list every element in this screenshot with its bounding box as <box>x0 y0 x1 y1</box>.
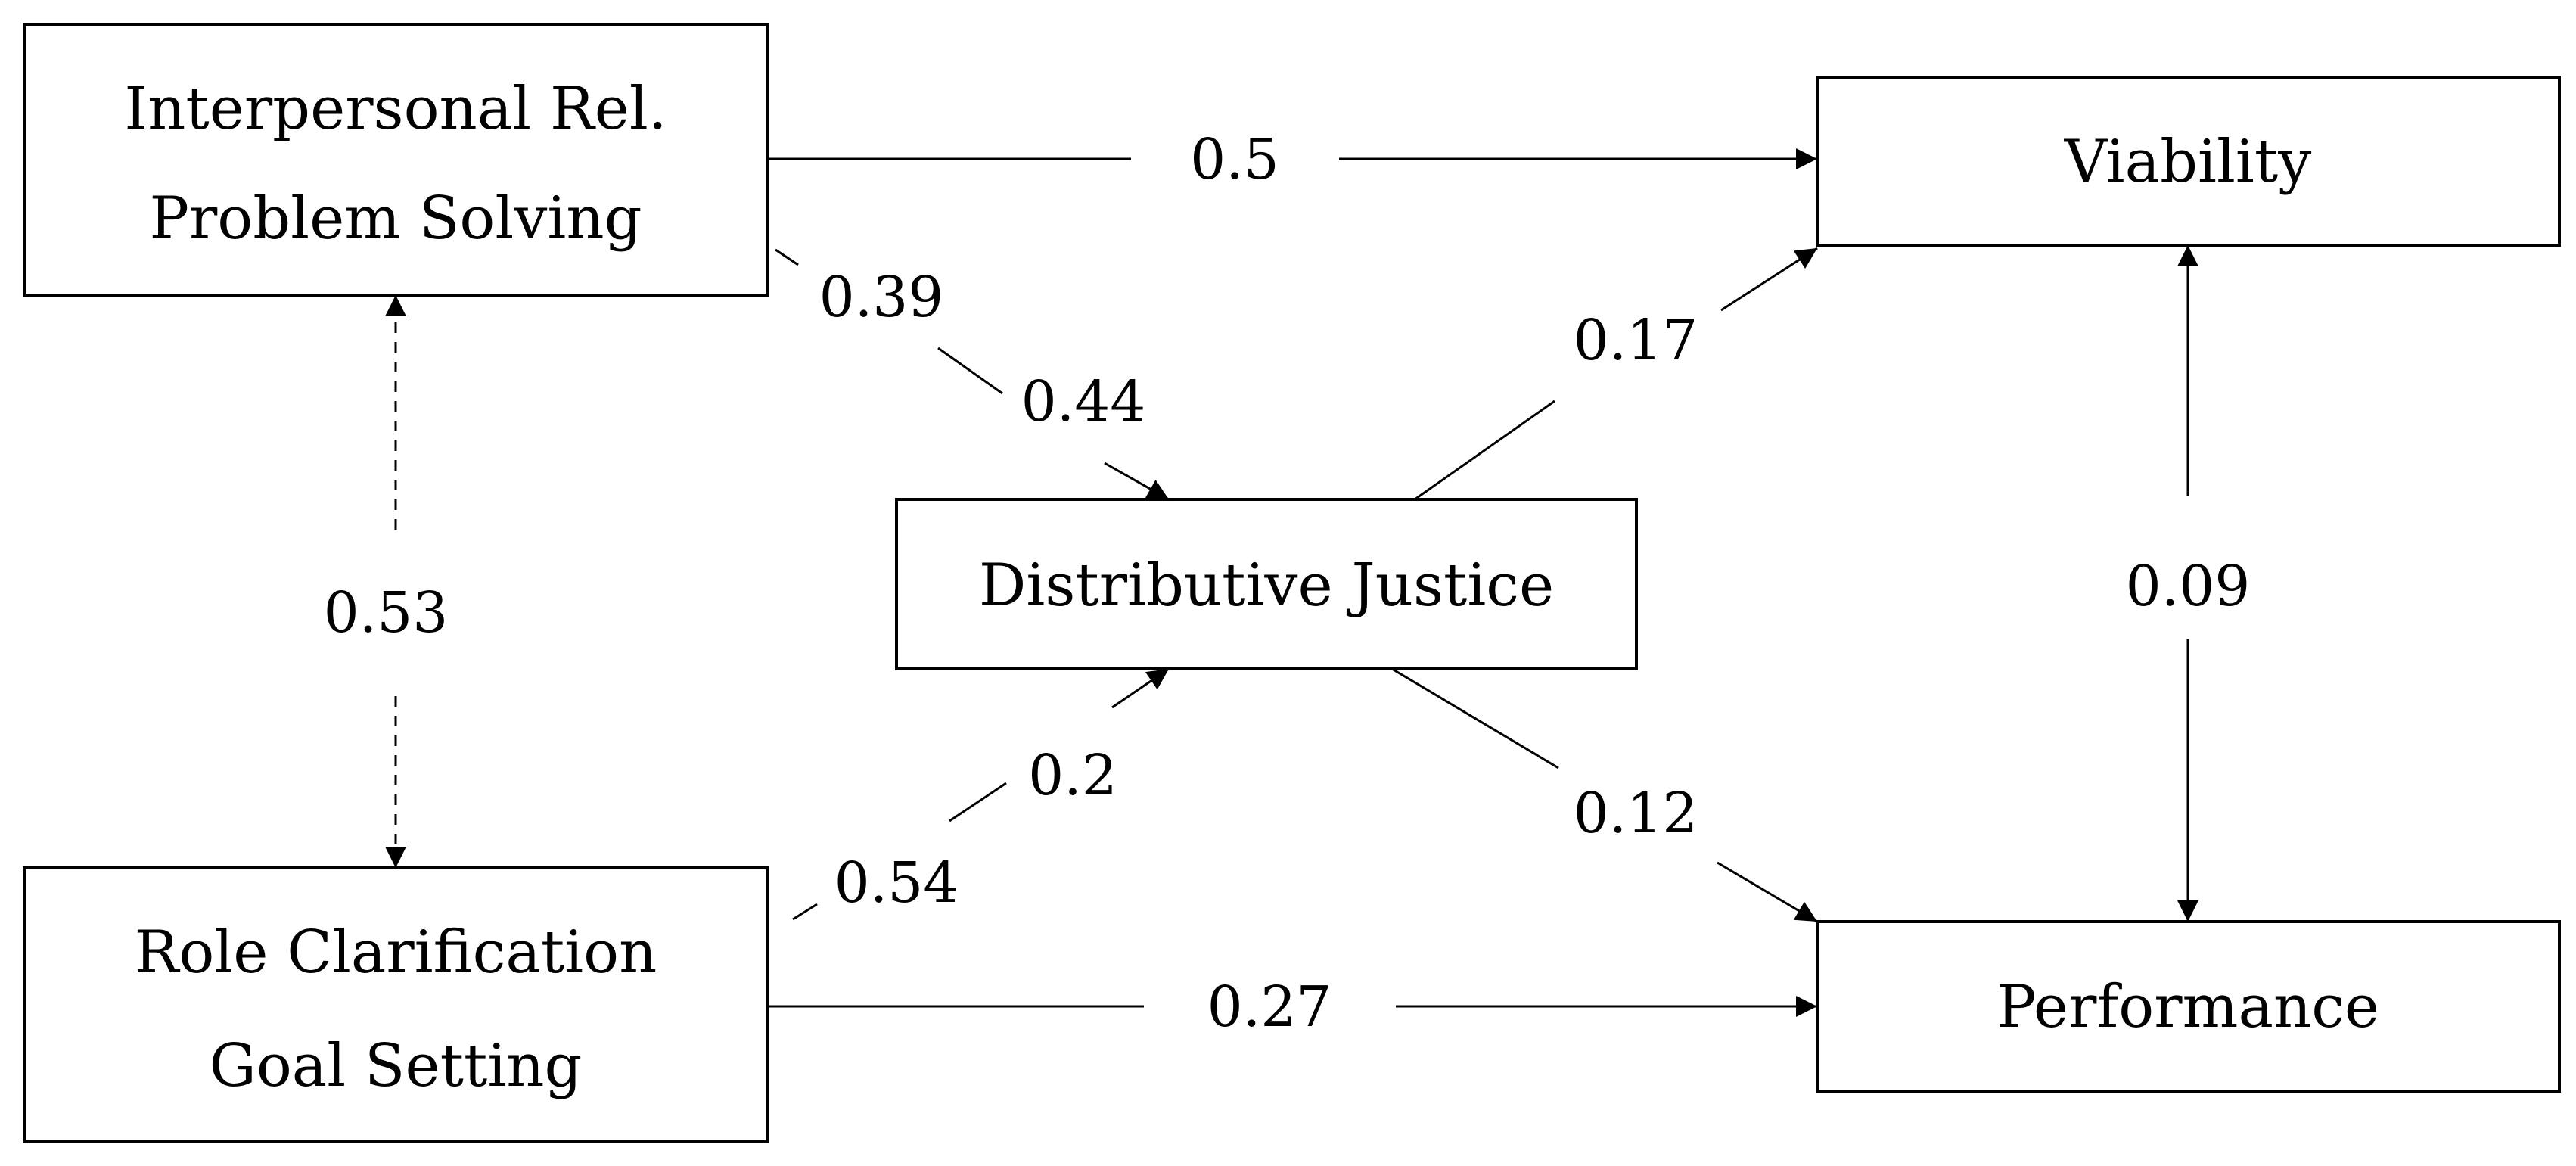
edge-label-interpersonal-viability: 0.5 <box>1190 127 1279 192</box>
edge-label-justice-performance: 0.12 <box>1574 781 1698 846</box>
edge-label-justice-viability: 0.17 <box>1574 308 1698 373</box>
edge-justice-viability-b <box>1720 247 1818 312</box>
edge-label-interpersonal-role: 0.53 <box>324 580 449 645</box>
edge-role-justice-c <box>1111 667 1170 709</box>
edge-label-role-justice-a: 0.54 <box>834 850 959 916</box>
justice-box <box>895 498 1638 670</box>
performance-label: Performance <box>1996 973 2379 1041</box>
interpersonal-box <box>23 23 769 297</box>
edge-interpersonal-justice-c <box>1104 462 1170 501</box>
justice-label: Distributive Justice <box>979 552 1554 620</box>
edge-justice-performance-b <box>1717 861 1818 923</box>
viability-box <box>1816 76 2561 247</box>
edge-justice-performance-a <box>1391 667 1559 770</box>
edge-label-role-justice-b: 0.2 <box>1028 743 1117 808</box>
interpersonal-label-line1: Interpersonal Rel. <box>124 75 667 143</box>
edge-role-justice-a <box>792 903 818 921</box>
role-label-line1: Role Clarification <box>135 919 657 987</box>
edge-interpersonal-justice-b <box>937 347 1003 395</box>
interpersonal-label-line2: Problem Solving <box>149 185 642 253</box>
edge-interpersonal-justice-a <box>775 248 799 266</box>
viability-label: Viability <box>2064 128 2312 196</box>
edge-label-interpersonal-justice-b: 0.44 <box>1021 369 1146 434</box>
edge-label-role-performance: 0.27 <box>1207 975 1332 1040</box>
edge-label-viability-performance: 0.09 <box>2126 554 2251 619</box>
role-box <box>23 866 769 1143</box>
edge-justice-viability-a <box>1414 400 1555 501</box>
edge-role-justice-b <box>949 782 1007 822</box>
role-label-line2: Goal Setting <box>210 1032 583 1100</box>
edge-label-interpersonal-justice-a: 0.39 <box>819 265 944 330</box>
